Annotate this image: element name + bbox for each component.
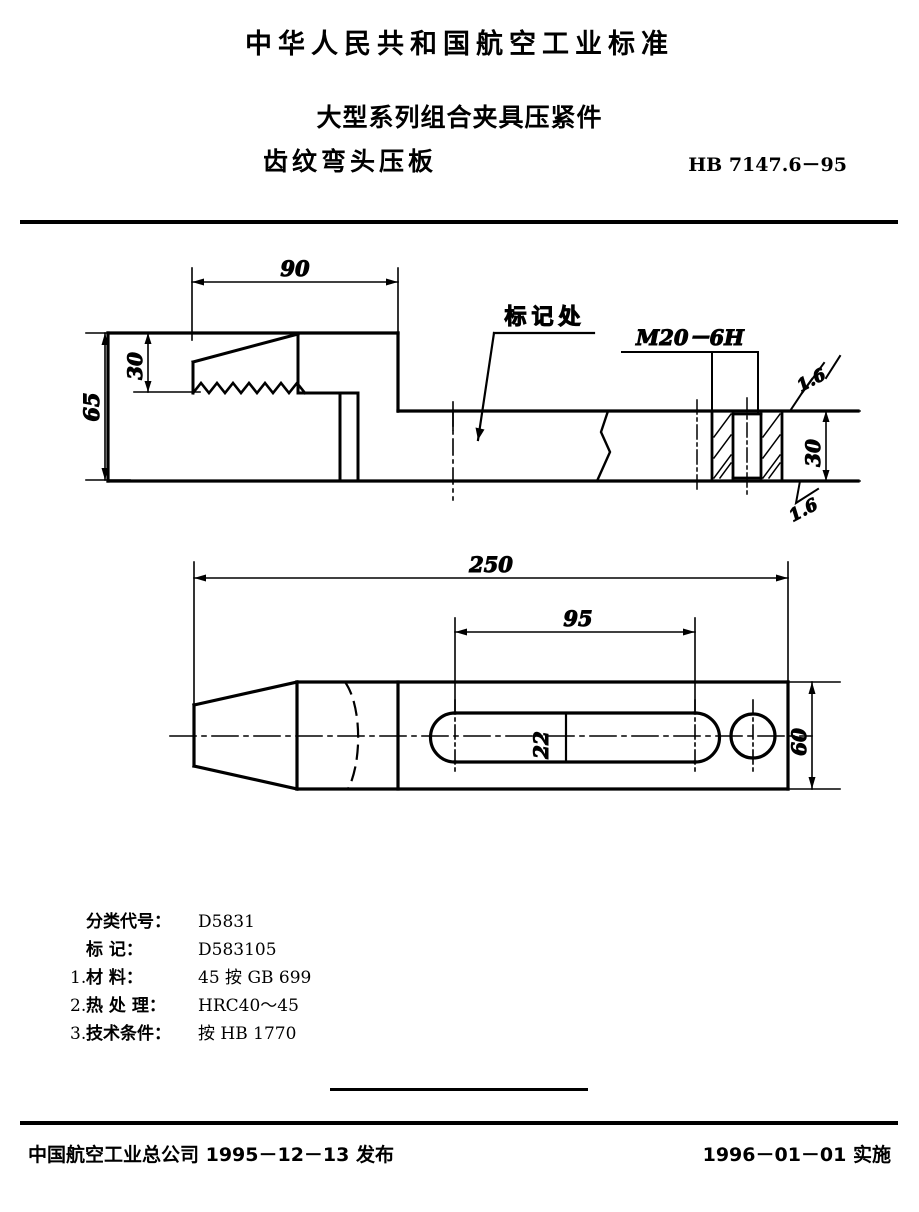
dim-60-arrow-bottom	[808, 777, 816, 789]
mark-note-arrowhead	[475, 427, 485, 440]
dim-250-label: 250	[468, 552, 513, 577]
spec-row-value: 45 按 GB 699	[198, 968, 312, 988]
roughness-lower-label: 1.6	[786, 495, 822, 527]
footer-divider-rule	[20, 1121, 898, 1125]
dim-65-label: 65	[79, 392, 104, 421]
dim-90-arrow-left	[192, 278, 204, 286]
spec-row-value: D5831	[198, 912, 255, 932]
spec-row-value: 按 HB 1770	[198, 1024, 297, 1044]
dim-90-label: 90	[280, 256, 310, 281]
serration-teeth	[191, 380, 307, 396]
break-line-top-view	[595, 409, 612, 483]
standard-title-line-1: 大型系列组合夹具压紧件	[316, 103, 603, 132]
spec-row-label: 标 记：	[86, 940, 143, 960]
spec-row: 标 记： D583105	[70, 936, 311, 964]
dim-95-arrow-right	[683, 628, 695, 636]
spec-row-label: 技术条件：	[86, 1024, 171, 1044]
national-standard-heading: 中华人民共和国航空工业标准	[245, 29, 674, 60]
specification-block: 分类代号： D5831 标 记： D583105 1.材 料： 45 按 GB 699…	[70, 908, 311, 1048]
dim-30a-arrow-bottom	[144, 381, 152, 392]
roughness-lower-symbol	[794, 479, 820, 506]
thread-callout-leader	[621, 351, 759, 413]
dim-95-group	[454, 617, 696, 713]
spec-row: 分类代号： D5831	[70, 908, 311, 936]
spec-row: 1.材 料： 45 按 GB 699	[70, 964, 311, 992]
spec-row-number: 3.	[70, 1024, 87, 1044]
dim-30b-arrow-top	[822, 411, 830, 422]
dim-30a-arrow-top	[144, 333, 152, 344]
dim-30a-label: 30	[123, 352, 147, 380]
spec-divider-rule	[330, 1088, 588, 1091]
dim-90-arrow-right	[386, 278, 398, 286]
dim-22-label: 22	[529, 731, 553, 760]
dim-250-group	[193, 561, 789, 707]
dim-30b-arrow-bottom	[822, 470, 830, 481]
footer-effective-date: 1996－01－01 实施	[702, 1144, 891, 1166]
shelf-step	[296, 391, 360, 483]
dim-95-arrow-left	[455, 628, 467, 636]
mark-note-label: 标记处	[504, 304, 585, 330]
spec-row-value: HRC40～45	[198, 996, 299, 1016]
dim-95-label: 95	[563, 606, 592, 631]
spec-row-value: D583105	[198, 940, 277, 960]
threaded-hole-section	[710, 409, 784, 483]
dim-250-arrow-left	[194, 574, 206, 582]
spec-row: 2.热 处 理： HRC40～45	[70, 992, 311, 1020]
dim-30b-label: 30	[801, 439, 825, 467]
roughness-upper-symbol	[788, 354, 842, 413]
standard-code: HB 7147.6－95	[688, 154, 847, 176]
spec-row-label: 分类代号：	[86, 912, 171, 932]
spec-row-number: 2.	[70, 996, 87, 1016]
dim-60-group	[787, 681, 841, 790]
spec-row-label: 热 处 理：	[86, 996, 166, 1016]
standard-title-line-2: 齿纹弯头压板	[262, 147, 437, 176]
thread-callout-label: M20－6H	[635, 325, 745, 350]
dim-60-label: 60	[787, 728, 811, 756]
roughness-upper-label: 1.6	[794, 365, 830, 397]
mark-note-leader	[476, 331, 596, 442]
dim-60-arrow-top	[808, 682, 816, 694]
section-hatch-right	[761, 412, 782, 480]
spec-row-label: 材 料：	[86, 968, 143, 988]
dim-30b-group	[781, 410, 861, 482]
header-divider-rule	[20, 220, 898, 224]
plan-break-arc	[343, 680, 360, 791]
plan-slot	[428, 711, 722, 764]
spec-row-number: 1.	[70, 968, 87, 988]
section-hatch-left	[712, 412, 733, 480]
dim-250-arrow-right	[776, 574, 788, 582]
spec-row: 3.技术条件： 按 HB 1770	[70, 1020, 311, 1048]
footer-issuer: 中国航空工业总公司 1995－12－13 发布	[28, 1144, 394, 1166]
